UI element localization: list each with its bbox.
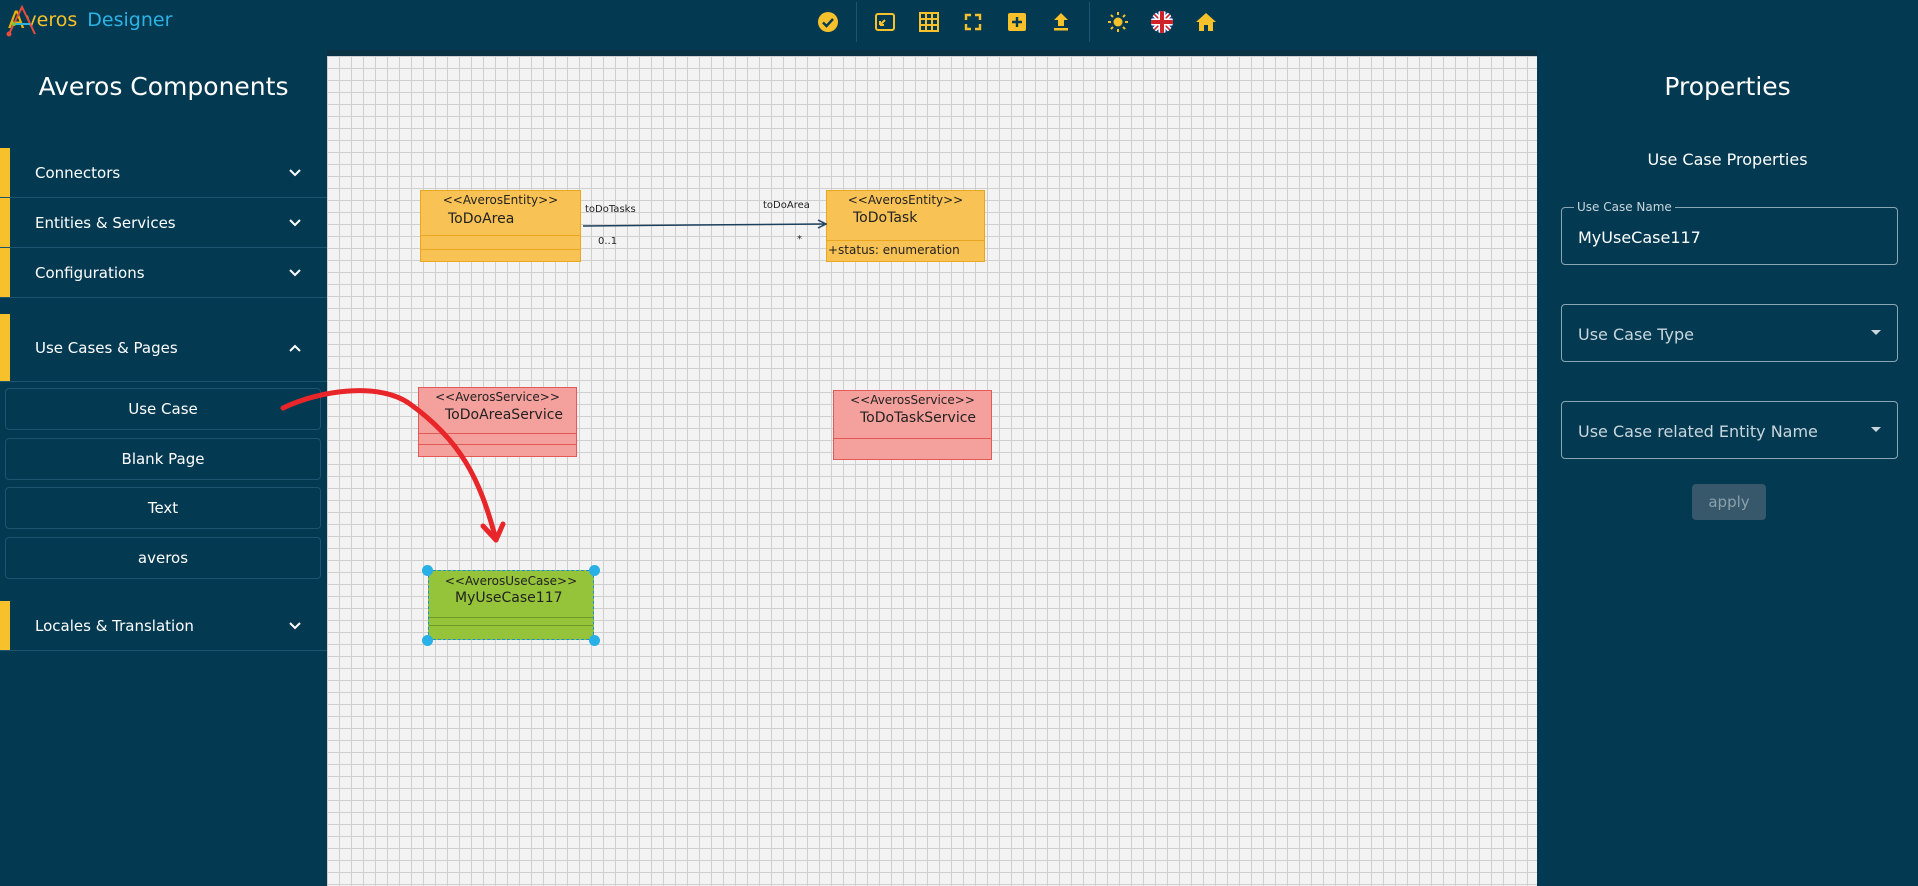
apply-button[interactable]: apply	[1692, 484, 1766, 520]
field-value: MyUseCase117	[1578, 228, 1701, 247]
node-divider	[827, 240, 984, 241]
toolbar-divider	[1089, 2, 1090, 42]
properties-subtitle: Use Case Properties	[1647, 150, 1808, 169]
accordion-configurations[interactable]: Configurations	[0, 248, 327, 298]
use-case-name-field[interactable]: Use Case Name MyUseCase117	[1561, 200, 1898, 265]
node-name: ToDoTaskService	[860, 410, 977, 426]
node-divider	[419, 433, 576, 434]
accordion-label: Locales & Translation	[35, 616, 194, 635]
grid-icon	[919, 12, 939, 32]
component-averos[interactable]: averos	[5, 537, 321, 579]
node-stereotype: <<AverosService>>	[435, 390, 560, 404]
fullscreen-icon	[964, 13, 982, 31]
upload-button[interactable]	[1039, 2, 1083, 42]
connector-source-role: toDoTasks	[585, 204, 636, 215]
node-divider	[429, 617, 593, 618]
node-stereotype: <<AverosEntity>>	[847, 193, 964, 207]
resize-handle-bottom-right[interactable]	[589, 635, 600, 646]
connector-target-multiplicity: *	[797, 234, 802, 245]
uk-flag-icon	[1151, 11, 1173, 33]
node-name: MyUseCase117	[455, 590, 563, 606]
node-name: ToDoTask	[853, 210, 918, 226]
properties-title: Properties	[1664, 72, 1791, 101]
resize-handle-top-left[interactable]	[422, 565, 433, 576]
chevron-down-icon	[289, 269, 301, 277]
accordion-locales-translation[interactable]: Locales & Translation	[0, 601, 327, 651]
service-node-todo-task-service[interactable]: <<AverosService>> ToDoTaskService	[833, 390, 992, 460]
component-blank-page[interactable]: Blank Page	[5, 438, 321, 480]
resize-handle-bottom-left[interactable]	[422, 635, 433, 646]
field-placeholder: Use Case related Entity Name	[1578, 422, 1818, 441]
top-bar: A veros Designer	[0, 0, 1918, 50]
chevron-down-icon	[289, 622, 301, 630]
picture-in-picture-button[interactable]	[863, 2, 907, 42]
theme-button[interactable]	[1096, 2, 1140, 42]
check-circle-icon	[818, 12, 838, 32]
accordion-label: Use Cases & Pages	[35, 338, 178, 357]
components-sidebar: Averos Components Connectors Entities & …	[0, 56, 327, 886]
field-placeholder: Use Case Type	[1578, 325, 1694, 344]
service-node-todo-area-service[interactable]: <<AverosService>> ToDoAreaService	[418, 387, 577, 457]
language-button[interactable]	[1140, 2, 1184, 42]
node-divider	[421, 235, 580, 236]
canvas-top-border	[327, 50, 1537, 56]
component-use-case[interactable]: Use Case	[5, 388, 321, 430]
node-divider	[834, 438, 991, 439]
component-text[interactable]: Text	[5, 487, 321, 529]
app-logo[interactable]: A veros Designer	[6, 4, 173, 37]
node-attribute: +status: enumeration	[828, 243, 960, 257]
toolbar	[806, 0, 1228, 44]
home-button[interactable]	[1184, 2, 1228, 42]
node-name: ToDoAreaService	[445, 407, 564, 423]
use-case-entity-select[interactable]: Use Case related Entity Name	[1561, 401, 1898, 459]
node-divider	[421, 249, 580, 250]
accordion-connectors[interactable]: Connectors	[0, 148, 327, 198]
node-name: ToDoArea	[448, 211, 515, 227]
logo-designer-text: Designer	[87, 9, 173, 31]
accordion-label: Configurations	[35, 263, 145, 282]
connector-target-role: toDoArea	[763, 200, 810, 211]
add-box-icon	[1008, 13, 1026, 31]
accordion-label: Entities & Services	[35, 213, 176, 232]
toolbar-divider	[856, 2, 857, 42]
chevron-up-icon	[289, 344, 301, 352]
node-stereotype: <<AverosEntity>>	[442, 193, 559, 207]
upload-icon	[1054, 13, 1068, 31]
dropdown-arrow-icon	[1871, 427, 1881, 432]
brightness-icon	[1108, 12, 1128, 32]
home-icon	[1196, 13, 1216, 31]
fullscreen-button[interactable]	[951, 2, 995, 42]
use-case-type-select[interactable]: Use Case Type	[1561, 304, 1898, 362]
logo-veros-text: veros	[25, 9, 78, 31]
sidebar-title: Averos Components	[38, 72, 289, 101]
node-divider	[419, 444, 576, 445]
logo-mark-icon	[6, 4, 36, 37]
resize-handle-top-right[interactable]	[589, 565, 600, 576]
add-button[interactable]	[995, 2, 1039, 42]
accordion-entities-services[interactable]: Entities & Services	[0, 198, 327, 248]
properties-panel: Properties Use Case Properties Use Case …	[1537, 56, 1918, 886]
node-stereotype: <<AverosService>>	[850, 393, 975, 407]
field-label: Use Case Name	[1574, 200, 1675, 214]
design-canvas[interactable]: <<AverosEntity>> ToDoArea <<AverosEntity…	[327, 56, 1537, 886]
node-stereotype: <<AverosUseCase>>	[444, 574, 578, 588]
grid-button[interactable]	[907, 2, 951, 42]
chevron-down-icon	[289, 169, 301, 177]
chevron-down-icon	[289, 219, 301, 227]
accordion-use-cases-pages[interactable]: Use Cases & Pages	[0, 314, 327, 382]
node-divider	[429, 625, 593, 626]
picture-in-picture-icon	[875, 13, 895, 31]
entity-node-todo-area[interactable]: <<AverosEntity>> ToDoArea	[420, 190, 581, 262]
entity-node-todo-task[interactable]: <<AverosEntity>> ToDoTask +status: enume…	[826, 190, 985, 262]
dropdown-arrow-icon	[1871, 330, 1881, 335]
usecase-node-my-use-case[interactable]: <<AverosUseCase>> MyUseCase117	[428, 570, 594, 640]
validate-button[interactable]	[806, 2, 850, 42]
accordion-label: Connectors	[35, 163, 121, 182]
connector-source-multiplicity: 0..1	[598, 236, 618, 247]
